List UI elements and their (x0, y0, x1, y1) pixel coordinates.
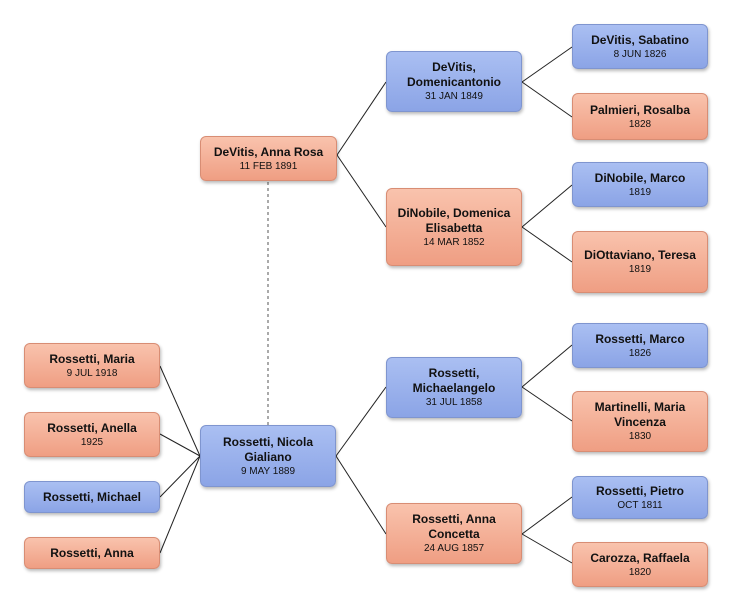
connector-line (521, 81, 573, 118)
person-name: Palmieri, Rosalba (589, 102, 691, 117)
connector-line (521, 46, 573, 83)
person-name: DiNobile, Domenica Elisabetta (397, 205, 511, 235)
connector-line (521, 386, 573, 422)
person-box-rossetti-anna[interactable]: Rossetti, Anna (24, 537, 160, 569)
person-box-devitis-domenicantonio[interactable]: DeVitis, Domenicantonio 31 JAN 1849 (386, 51, 522, 112)
person-date: 11 FEB 1891 (239, 160, 298, 172)
connector-line (336, 154, 387, 228)
person-box-rossetti-pietro[interactable]: Rossetti, Pietro OCT 1811 (572, 476, 708, 519)
person-name: Rossetti, Nicola Gialiano (222, 434, 314, 464)
person-box-dinobile-domenica-elisabetta[interactable]: DiNobile, Domenica Elisabetta 14 MAR 185… (386, 188, 522, 266)
person-name: DeVitis, Sabatino (591, 32, 689, 47)
person-name: Rossetti, Michael (42, 489, 142, 504)
person-box-rossetti-anna-concetta[interactable]: Rossetti, Anna Concetta 24 AUG 1857 (386, 503, 522, 564)
person-name: Carozza, Raffaela (590, 550, 690, 565)
connector-line (335, 455, 387, 535)
person-name: Rossetti, Anna (50, 545, 134, 560)
connector-line (521, 533, 573, 564)
person-box-martinelli-maria-vincenza[interactable]: Martinelli, Maria Vincenza 1830 (572, 391, 708, 452)
person-name: Rossetti, Maria (49, 351, 135, 366)
person-date: 31 JAN 1849 (425, 91, 483, 102)
connector-line (521, 184, 573, 228)
person-name: Rossetti, Pietro (595, 483, 685, 498)
person-date: 1819 (628, 186, 652, 198)
person-box-rossetti-marco[interactable]: Rossetti, Marco 1826 (572, 323, 708, 368)
person-date: 9 MAY 1889 (240, 465, 296, 477)
person-name: DiNobile, Marco (594, 170, 686, 185)
person-date: 24 AUG 1857 (423, 543, 485, 554)
person-date: 1819 (628, 264, 652, 275)
person-name: DeVitis, Domenicantonio (406, 60, 501, 89)
connector-line (159, 433, 201, 457)
connector-line (521, 226, 573, 263)
person-name: Martinelli, Maria Vincenza (594, 400, 686, 429)
person-date: 1830 (628, 431, 652, 442)
person-box-rossetti-michaelangelo[interactable]: Rossetti, Michaelangelo 31 JUL 1858 (386, 357, 522, 418)
connector-line (336, 81, 387, 156)
person-date: OCT 1811 (617, 499, 663, 511)
person-box-rossetti-michael[interactable]: Rossetti, Michael (24, 481, 160, 513)
connector-line (335, 386, 387, 457)
connector-line (521, 496, 573, 535)
person-name: DeVitis, Anna Rosa (213, 144, 324, 159)
person-date: 9 JUL 1918 (66, 367, 118, 379)
person-name: Rossetti, Anna Concetta (412, 512, 496, 541)
person-date: 8 JUN 1826 (613, 48, 667, 60)
connector-line (521, 344, 573, 388)
person-name: Rossetti, Anella (47, 420, 137, 435)
person-name: DiOttaviano, Teresa (584, 248, 696, 262)
connector-line (159, 365, 201, 457)
person-box-devitis-anna-rosa[interactable]: DeVitis, Anna Rosa 11 FEB 1891 (200, 136, 337, 181)
person-box-rossetti-anella[interactable]: Rossetti, Anella 1925 (24, 412, 160, 457)
person-box-palmieri-rosalba[interactable]: Palmieri, Rosalba 1828 (572, 93, 708, 140)
person-box-devitis-sabatino[interactable]: DeVitis, Sabatino 8 JUN 1826 (572, 24, 708, 69)
person-box-dinobile-marco[interactable]: DiNobile, Marco 1819 (572, 162, 708, 207)
person-box-diottaviano-teresa[interactable]: DiOttaviano, Teresa 1819 (572, 231, 708, 293)
person-date: 1828 (628, 118, 652, 130)
person-name: Rossetti, Michaelangelo (412, 366, 496, 395)
connector-line (159, 455, 201, 498)
connector-line (159, 455, 201, 554)
person-date: 14 MAR 1852 (423, 236, 485, 248)
person-date: 31 JUL 1858 (425, 397, 483, 408)
person-box-rossetti-nicola-gialiano[interactable]: Rossetti, Nicola Gialiano 9 MAY 1889 (200, 425, 336, 487)
person-name: Rossetti, Marco (595, 331, 685, 346)
person-date: 1925 (80, 436, 104, 448)
person-date: 1820 (628, 566, 652, 578)
person-box-rossetti-maria[interactable]: Rossetti, Maria 9 JUL 1918 (24, 343, 160, 388)
person-date: 1826 (628, 347, 652, 359)
person-box-carozza-raffaela[interactable]: Carozza, Raffaela 1820 (572, 542, 708, 587)
